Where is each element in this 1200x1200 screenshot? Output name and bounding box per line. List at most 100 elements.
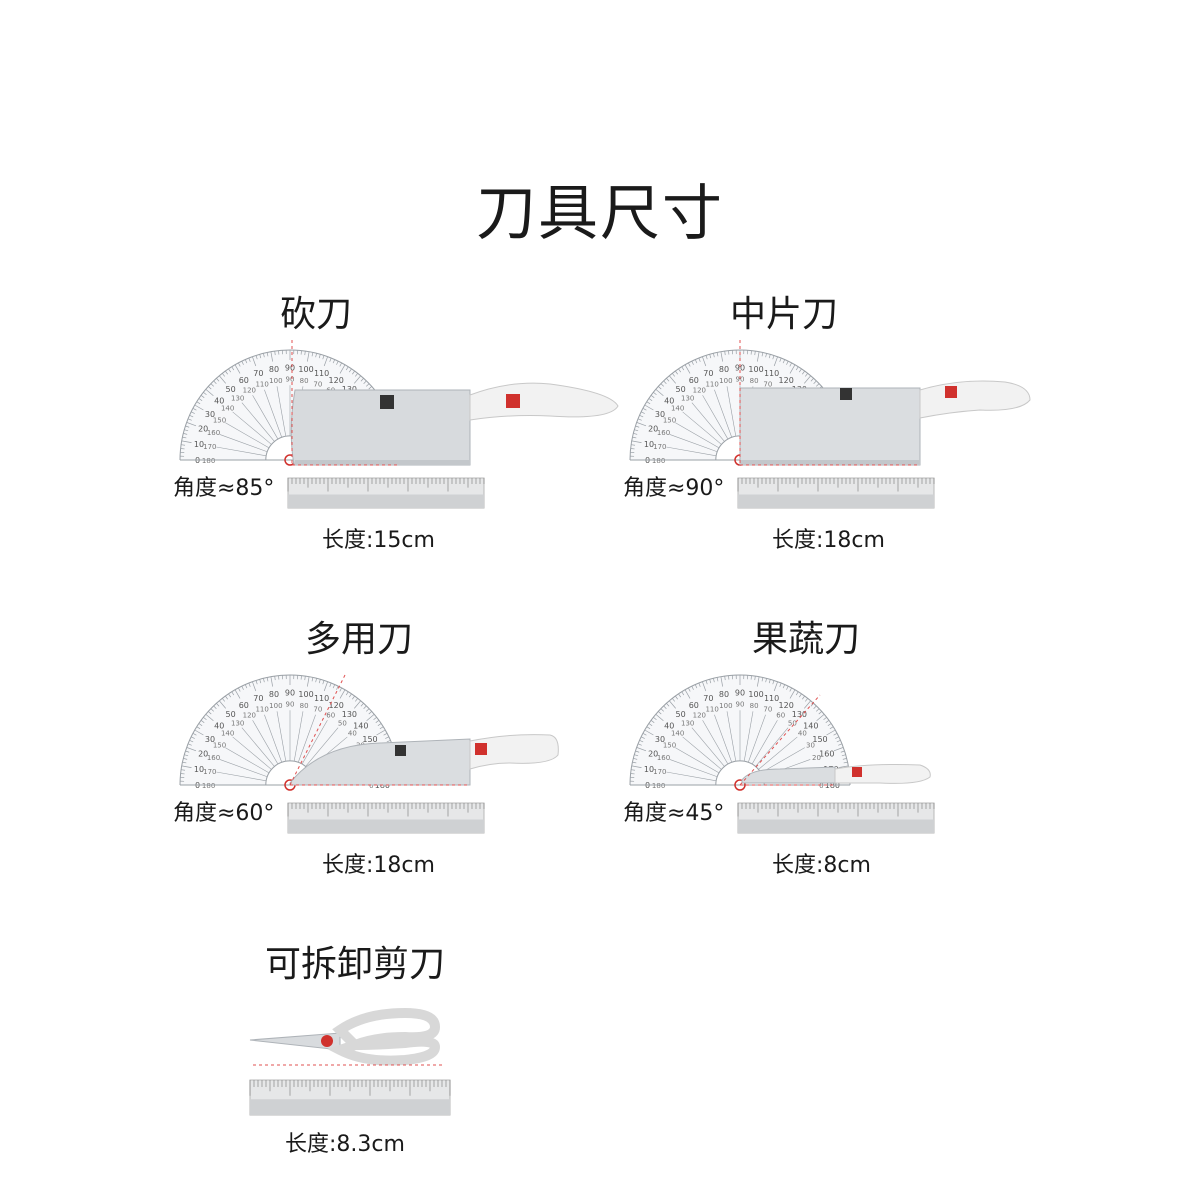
slicer-figure: 0180101702016030150401405013060120701108… <box>629 340 1031 509</box>
zwilling-twin-logo-icon <box>475 743 487 755</box>
knife-title-paring: 果蔬刀 <box>752 619 861 660</box>
svg-text:110: 110 <box>764 369 779 378</box>
knife-title-santoku: 多用刀 <box>305 619 414 660</box>
svg-text:60: 60 <box>326 712 335 720</box>
svg-text:170: 170 <box>203 768 216 776</box>
paring-figure: 0180101702016030150401405013060120701108… <box>629 674 935 834</box>
svg-text:140: 140 <box>803 722 818 731</box>
svg-text:120: 120 <box>693 712 706 720</box>
svg-text:10: 10 <box>644 765 654 774</box>
svg-text:150: 150 <box>213 741 226 749</box>
svg-text:150: 150 <box>812 735 827 744</box>
svg-text:100: 100 <box>719 702 732 710</box>
svg-text:50: 50 <box>788 720 797 728</box>
svg-text:30: 30 <box>655 410 665 419</box>
svg-text:130: 130 <box>681 395 694 403</box>
svg-text:110: 110 <box>255 706 268 714</box>
svg-text:20: 20 <box>648 424 658 433</box>
svg-text:80: 80 <box>300 702 309 710</box>
svg-text:80: 80 <box>300 377 309 385</box>
svg-text:80: 80 <box>719 365 729 374</box>
svg-text:150: 150 <box>663 741 676 749</box>
svg-text:60: 60 <box>689 376 699 385</box>
scissors-shape <box>249 1007 441 1066</box>
knife-title-slicer: 中片刀 <box>730 294 839 335</box>
svg-text:110: 110 <box>705 706 718 714</box>
ruler-icon <box>249 1079 451 1116</box>
cleaver-knife <box>290 382 619 466</box>
knife-title-cleaver: 砍刀 <box>280 294 353 335</box>
ruler-icon <box>737 802 935 834</box>
zwilling-twin-logo-icon <box>506 394 520 408</box>
svg-text:70: 70 <box>703 694 713 703</box>
svg-text:80: 80 <box>269 365 279 374</box>
svg-text:130: 130 <box>342 710 357 719</box>
svg-text:100: 100 <box>298 690 313 699</box>
svg-text:90: 90 <box>735 364 745 373</box>
svg-text:70: 70 <box>253 694 263 703</box>
slicer-knife <box>739 380 1031 466</box>
svg-text:150: 150 <box>213 416 226 424</box>
svg-text:40: 40 <box>664 397 674 406</box>
svg-text:140: 140 <box>353 722 368 731</box>
svg-text:60: 60 <box>239 701 249 710</box>
zwilling-twin-logo-icon <box>380 395 394 409</box>
zwilling-twin-logo-icon <box>945 386 957 398</box>
svg-text:150: 150 <box>362 735 377 744</box>
svg-text:180: 180 <box>652 782 665 790</box>
svg-text:100: 100 <box>298 365 313 374</box>
svg-text:20: 20 <box>812 754 821 762</box>
length-label-paring: 长度:8cm <box>772 853 871 878</box>
svg-text:50: 50 <box>676 385 686 394</box>
svg-text:180: 180 <box>652 457 665 465</box>
svg-text:70: 70 <box>703 369 713 378</box>
svg-text:50: 50 <box>676 710 686 719</box>
svg-text:110: 110 <box>314 694 329 703</box>
svg-text:30: 30 <box>806 741 815 749</box>
svg-text:100: 100 <box>269 377 282 385</box>
svg-text:120: 120 <box>243 387 256 395</box>
svg-text:170: 170 <box>653 768 666 776</box>
svg-text:30: 30 <box>205 735 215 744</box>
svg-text:30: 30 <box>655 735 665 744</box>
svg-text:40: 40 <box>664 722 674 731</box>
svg-text:70: 70 <box>313 706 322 714</box>
angle-label-santoku: 角度≈60° <box>173 801 275 826</box>
svg-text:120: 120 <box>779 376 794 385</box>
svg-text:40: 40 <box>798 730 807 738</box>
svg-text:40: 40 <box>348 730 357 738</box>
zwilling-twin-logo-icon <box>840 388 852 400</box>
svg-text:140: 140 <box>671 405 684 413</box>
svg-text:10: 10 <box>194 440 204 449</box>
svg-text:180: 180 <box>202 782 215 790</box>
svg-text:90: 90 <box>286 701 295 709</box>
svg-text:170: 170 <box>653 443 666 451</box>
svg-text:40: 40 <box>214 397 224 406</box>
svg-text:130: 130 <box>792 710 807 719</box>
svg-text:140: 140 <box>221 730 234 738</box>
ruler-icon <box>287 477 485 509</box>
svg-text:20: 20 <box>198 424 208 433</box>
ruler-icon <box>287 802 485 834</box>
svg-text:50: 50 <box>338 720 347 728</box>
svg-text:130: 130 <box>231 720 244 728</box>
svg-text:70: 70 <box>313 381 322 389</box>
svg-text:70: 70 <box>763 381 772 389</box>
svg-text:80: 80 <box>750 377 759 385</box>
angle-label-cleaver: 角度≈85° <box>173 476 275 501</box>
svg-text:10: 10 <box>644 440 654 449</box>
svg-text:160: 160 <box>657 754 670 762</box>
svg-text:0: 0 <box>819 782 823 790</box>
svg-text:70: 70 <box>763 706 772 714</box>
svg-text:80: 80 <box>719 690 729 699</box>
svg-text:30: 30 <box>205 410 215 419</box>
svg-text:100: 100 <box>748 690 763 699</box>
svg-text:0: 0 <box>369 782 373 790</box>
svg-text:90: 90 <box>286 376 295 384</box>
svg-text:140: 140 <box>671 730 684 738</box>
svg-text:160: 160 <box>819 749 834 758</box>
svg-text:100: 100 <box>269 702 282 710</box>
zwilling-twin-logo-icon <box>852 767 862 777</box>
svg-text:50: 50 <box>226 710 236 719</box>
svg-text:20: 20 <box>648 749 658 758</box>
